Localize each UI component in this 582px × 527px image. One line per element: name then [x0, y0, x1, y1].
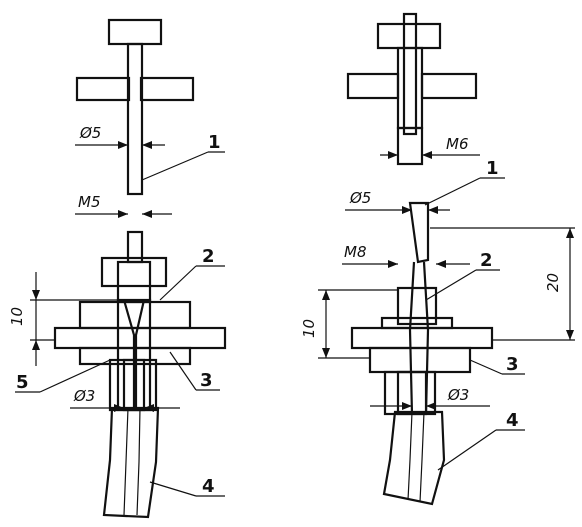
- right-hose: [382, 410, 446, 506]
- part-3-right: 3: [506, 354, 519, 375]
- left-top-assembly: Ø5 1: [75, 18, 225, 196]
- part-1-right: 1: [486, 158, 499, 179]
- left-rod: [126, 42, 144, 196]
- left-hose: [102, 406, 160, 519]
- dim-20: 20: [544, 273, 562, 292]
- right-top-assembly: M6: [346, 12, 480, 166]
- part-3-left: 3: [200, 370, 213, 391]
- left-flange: [78, 300, 192, 330]
- part-5-left: 5: [16, 372, 29, 393]
- right-plate-right: [420, 72, 478, 100]
- left-nut: [100, 256, 168, 288]
- phi5-right-label: Ø5: [349, 189, 371, 207]
- right-plate: [350, 326, 494, 350]
- left-bottom-assembly: M5 10 2 5: [8, 193, 227, 519]
- part-2-left: 2: [202, 246, 215, 267]
- dim-10-right: 10: [300, 319, 318, 338]
- phi5-left-label: Ø5: [79, 124, 101, 142]
- m8-label: M8: [344, 243, 367, 261]
- left-knob: [107, 18, 163, 46]
- left-plate-right: [139, 76, 195, 102]
- right-threaded-rod: [396, 46, 424, 130]
- part-1-left: 1: [208, 132, 221, 153]
- phi3-left-label: Ø3: [73, 387, 95, 405]
- right-body: [396, 286, 438, 326]
- left-plate: [53, 326, 227, 350]
- part-2-right: 2: [480, 250, 493, 271]
- right-bottom-assembly: Ø5 1 M8 10: [300, 158, 575, 506]
- m5-label: M5: [78, 193, 101, 211]
- part-4-left: 4: [202, 476, 215, 497]
- right-plate-left: [346, 72, 400, 100]
- phi3-right-label: Ø3: [447, 386, 469, 404]
- part-4-right: 4: [506, 410, 519, 431]
- right-knob: [376, 22, 442, 50]
- left-plate-left: [75, 76, 131, 102]
- dim-10-left: 10: [8, 307, 26, 326]
- m6-label: M6: [446, 135, 469, 153]
